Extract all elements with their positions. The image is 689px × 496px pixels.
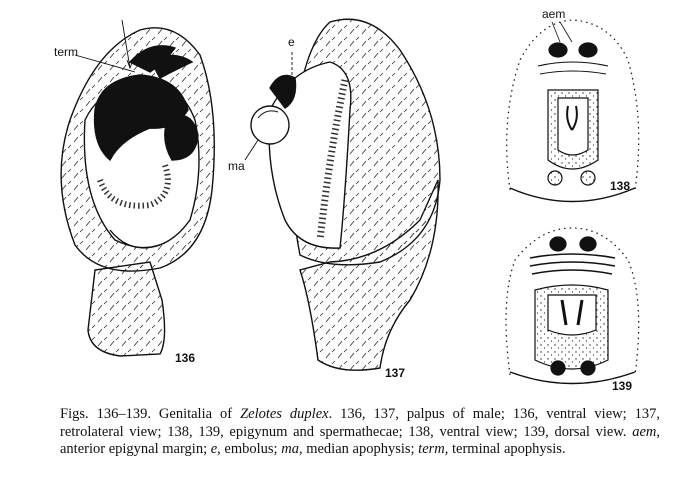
label-e: e [288,35,295,49]
fig-137-palpus-retrolateral [244,18,441,371]
caption-lead: Figs. 136–139. Genitalia of [60,406,241,422]
figure-number-138: 138 [610,179,630,193]
figure-caption: Figs. 136–139. Genitalia of Zelotes dupl… [60,406,660,459]
caption-def-aem: , anterior epigynal margin; [60,423,660,458]
caption-species: Zelotes duplex [240,406,329,422]
caption-def-term: , terminal apophysis. [444,441,566,457]
caption-def-ma: , median apophysis; [298,441,419,457]
label-term: term [54,45,78,59]
figure-plate: term 136 e ma 137 [54,7,640,393]
figure-number-137: 137 [385,366,405,380]
figure-number-139: 139 [612,379,632,393]
label-ma: ma [228,159,245,173]
figure-number-136: 136 [175,351,195,365]
caption-abbr-e: e [210,441,218,457]
fig-136-palpus-ventral [60,19,215,357]
fig-139-epigynum-dorsal [505,227,640,385]
caption-abbr-aem: aem [632,423,657,440]
fig-138-epigynum-ventral [506,19,640,203]
caption-abbr-ma: ma [281,441,299,457]
label-aem: aem [542,7,565,21]
caption-def-e: , embolus; [217,441,282,457]
caption-abbr-term: term [418,441,445,457]
caption-text: . 136, 137, palpus of male; 136, ventral… [60,406,660,440]
